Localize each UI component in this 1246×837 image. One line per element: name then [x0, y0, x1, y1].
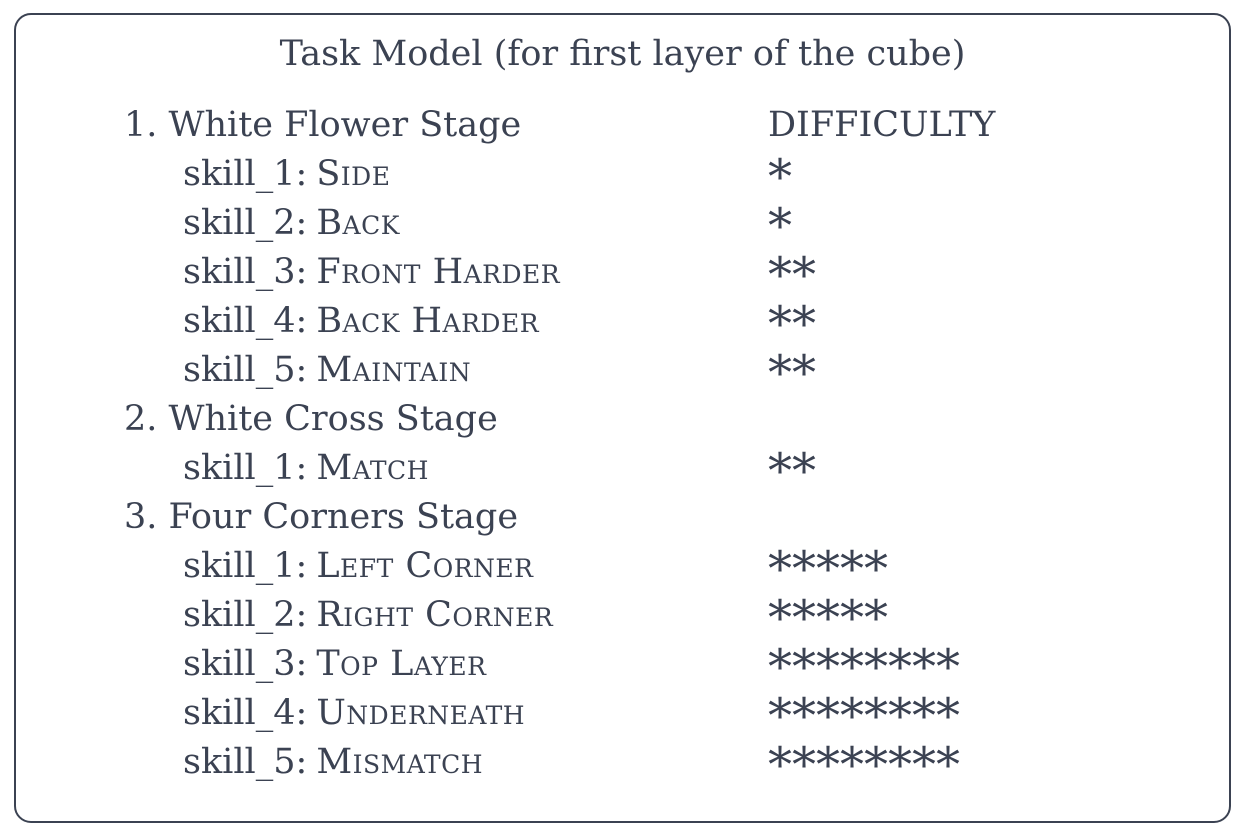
skill-prefix: skill_2:: [183, 595, 308, 635]
difficulty-stars: ********: [768, 688, 960, 744]
skill-name: Underneath: [316, 693, 526, 733]
skill-prefix: skill_1:: [183, 448, 308, 488]
skill-row: skill_2:Right Corner *****: [16, 590, 1229, 646]
skill-name: Side: [316, 154, 391, 194]
stage-row: 1. White Flower Stage DIFFICULTY: [16, 101, 1229, 150]
skill-prefix: skill_1:: [183, 546, 308, 586]
skill-name: Back Harder: [316, 301, 540, 341]
skill-row: skill_5:Maintain **: [16, 345, 1229, 401]
skill-prefix: skill_1:: [183, 154, 308, 194]
skill-prefix: skill_5:: [183, 742, 308, 782]
difficulty-stars: *: [768, 198, 792, 254]
skill-name: Match: [316, 448, 429, 488]
skill-name: Right Corner: [316, 595, 554, 635]
skill-name: Maintain: [316, 350, 472, 390]
skill-row: skill_1:Match **: [16, 443, 1229, 499]
skill-prefix: skill_5:: [183, 350, 308, 390]
stage-row: 2. White Cross Stage: [16, 395, 1229, 444]
skill-prefix: skill_4:: [183, 693, 308, 733]
difficulty-stars: **: [768, 345, 816, 401]
skill-row: skill_4:Back Harder **: [16, 296, 1229, 352]
task-model-panel: Task Model (for first layer of the cube)…: [14, 13, 1231, 823]
skill-row: skill_2:Back *: [16, 198, 1229, 254]
skill-prefix: skill_4:: [183, 301, 308, 341]
difficulty-stars: **: [768, 443, 816, 499]
stage-label: 2. White Cross Stage: [124, 399, 498, 439]
difficulty-stars: **: [768, 296, 816, 352]
difficulty-stars: ********: [768, 737, 960, 793]
skill-row: skill_3:Front Harder **: [16, 247, 1229, 303]
stage-label: 1. White Flower Stage: [124, 105, 522, 145]
difficulty-stars: *****: [768, 541, 888, 597]
difficulty-header: DIFFICULTY: [768, 105, 996, 145]
skill-name: Top Layer: [316, 644, 487, 684]
difficulty-stars: *: [768, 149, 792, 205]
skill-prefix: skill_2:: [183, 203, 308, 243]
skill-name: Mismatch: [316, 742, 484, 782]
panel-title: Task Model (for first layer of the cube): [279, 34, 966, 74]
difficulty-stars: **: [768, 247, 816, 303]
skill-name: Left Corner: [316, 546, 534, 586]
skill-row: skill_4:Underneath ********: [16, 688, 1229, 744]
skill-row: skill_3:Top Layer ********: [16, 639, 1229, 695]
skill-prefix: skill_3:: [183, 252, 308, 292]
skill-prefix: skill_3:: [183, 644, 308, 684]
skill-row: skill_1:Left Corner *****: [16, 541, 1229, 597]
stage-row: 3. Four Corners Stage: [16, 493, 1229, 542]
task-model-rows: 1. White Flower Stage DIFFICULTY skill_1…: [16, 101, 1229, 793]
difficulty-stars: *****: [768, 590, 888, 646]
difficulty-stars: ********: [768, 639, 960, 695]
skill-name: Back: [316, 203, 400, 243]
stage-label: 3. Four Corners Stage: [124, 497, 519, 537]
skill-row: skill_1:Side *: [16, 149, 1229, 205]
skill-name: Front Harder: [316, 252, 561, 292]
skill-row: skill_5:Mismatch ********: [16, 737, 1229, 793]
